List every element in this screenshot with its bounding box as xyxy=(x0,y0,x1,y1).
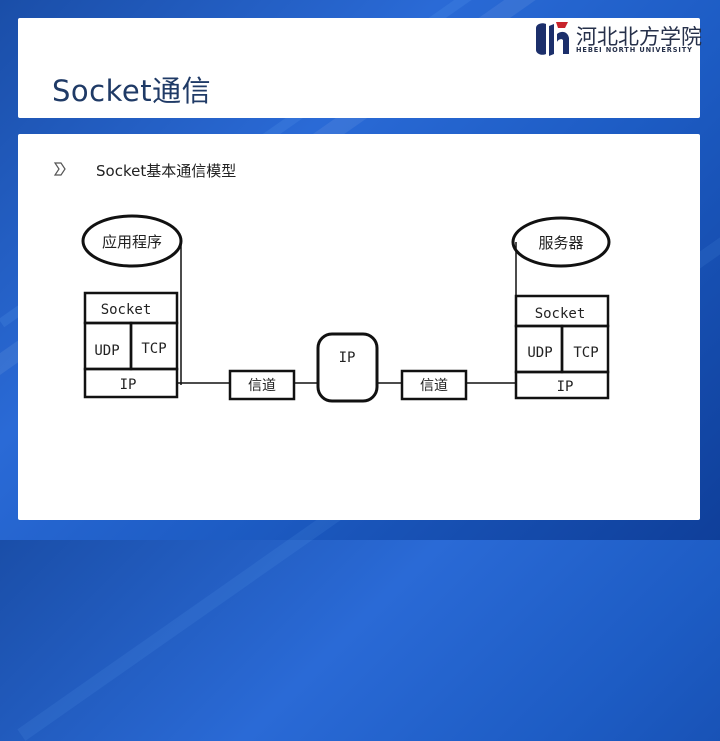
left-application-label: 应用程序 xyxy=(102,233,162,251)
right-udp-label: UDP xyxy=(527,345,552,361)
university-logo: 河北北方学院 HEBEI NORTH UNIVERSITY xyxy=(532,20,702,58)
left-tcp-label: TCP xyxy=(141,341,166,357)
right-channel-label: 信道 xyxy=(420,378,448,394)
right-application-label: 服务器 xyxy=(538,234,583,252)
left-ip-label: IP xyxy=(120,377,137,393)
bullet-arrow-icon xyxy=(53,162,66,176)
right-tcp-label: TCP xyxy=(573,345,598,361)
title-panel xyxy=(18,18,700,118)
right-ip-box xyxy=(514,370,610,400)
left-udp-label: UDP xyxy=(94,343,119,359)
left-channel-box xyxy=(228,369,296,401)
slide-title: Socket通信 xyxy=(52,74,212,108)
university-name-chinese: 河北北方学院 xyxy=(576,25,702,49)
left-socket-label: Socket xyxy=(101,302,152,318)
university-emblem-icon xyxy=(536,22,569,56)
right-application-ellipse xyxy=(511,216,611,268)
router-ip-box xyxy=(316,332,379,403)
university-name-english: HEBEI NORTH UNIVERSITY xyxy=(576,46,693,54)
router-ip-label: IP xyxy=(339,350,356,366)
left-channel-label: 信道 xyxy=(248,378,276,394)
right-socket-label: Socket xyxy=(535,306,586,322)
right-ip-label: IP xyxy=(557,379,574,395)
socket-communication-diagram: 应用程序 Socket UDP TCP IP 信道 IP 信道 服务器 Sock… xyxy=(81,214,611,403)
right-channel-box xyxy=(400,369,468,401)
bullet-text: Socket基本通信模型 xyxy=(96,162,237,180)
